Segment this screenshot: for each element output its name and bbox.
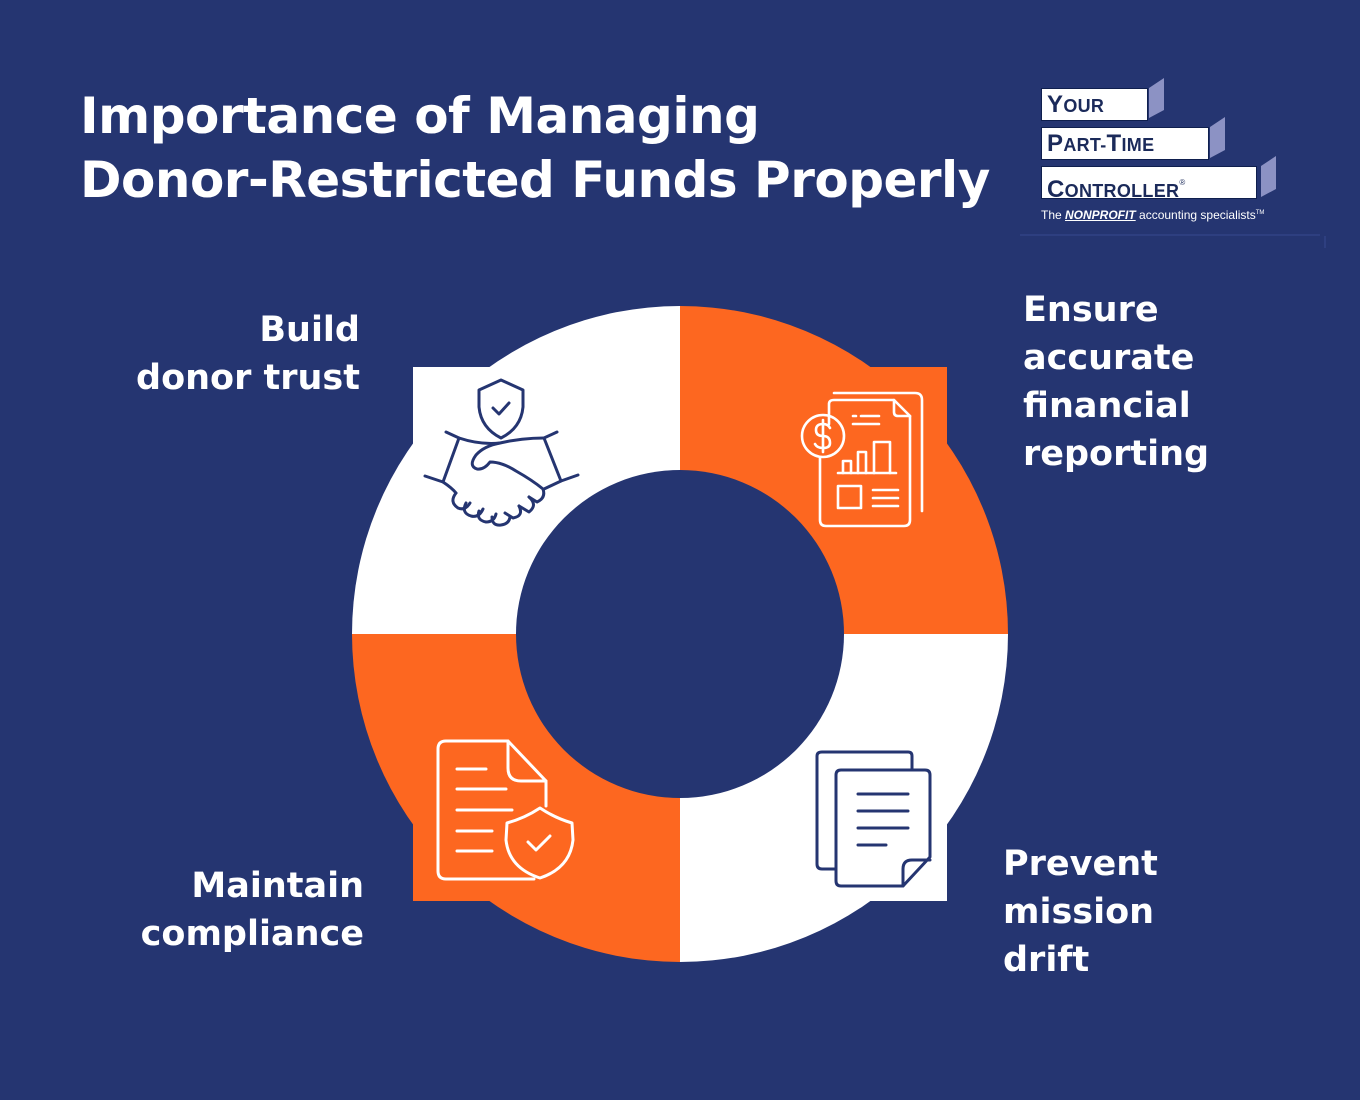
company-logo: YOUR PART-TIME CONTROLLER® The NONPROFIT… xyxy=(1020,70,1336,248)
label-maintain-compliance: Maintain compliance xyxy=(140,866,364,954)
logo-tagline: The NONPROFIT accounting specialistsTM xyxy=(1041,208,1265,222)
document-shield-icon xyxy=(436,739,575,881)
label-accurate-reporting: Ensure accurate financial reporting xyxy=(1023,290,1210,474)
logo-divider xyxy=(1020,234,1320,236)
title-line-1: Importance of Managing xyxy=(80,87,760,145)
page-title: Importance of Managing Donor-Restricted … xyxy=(80,84,990,212)
financial-report-icon xyxy=(800,391,924,528)
label-build-donor-trust: Build donor trust xyxy=(136,310,360,398)
logo-fins xyxy=(1149,78,1276,197)
documents-icon xyxy=(815,750,932,888)
segment-prevent-mission-drift xyxy=(680,634,1008,962)
logo-word-your: YOUR xyxy=(1041,88,1148,121)
title-line-2: Donor-Restricted Funds Properly xyxy=(80,151,990,209)
handshake-shield-icon xyxy=(423,378,580,527)
logo-divider-tick xyxy=(1324,236,1326,248)
logo-word-part-time: PART-TIME xyxy=(1041,127,1209,160)
logo-word-controller: CONTROLLER® xyxy=(1041,166,1257,203)
label-prevent-mission-drift: Prevent mission drift xyxy=(1003,844,1158,980)
segment-maintain-compliance xyxy=(352,634,680,962)
